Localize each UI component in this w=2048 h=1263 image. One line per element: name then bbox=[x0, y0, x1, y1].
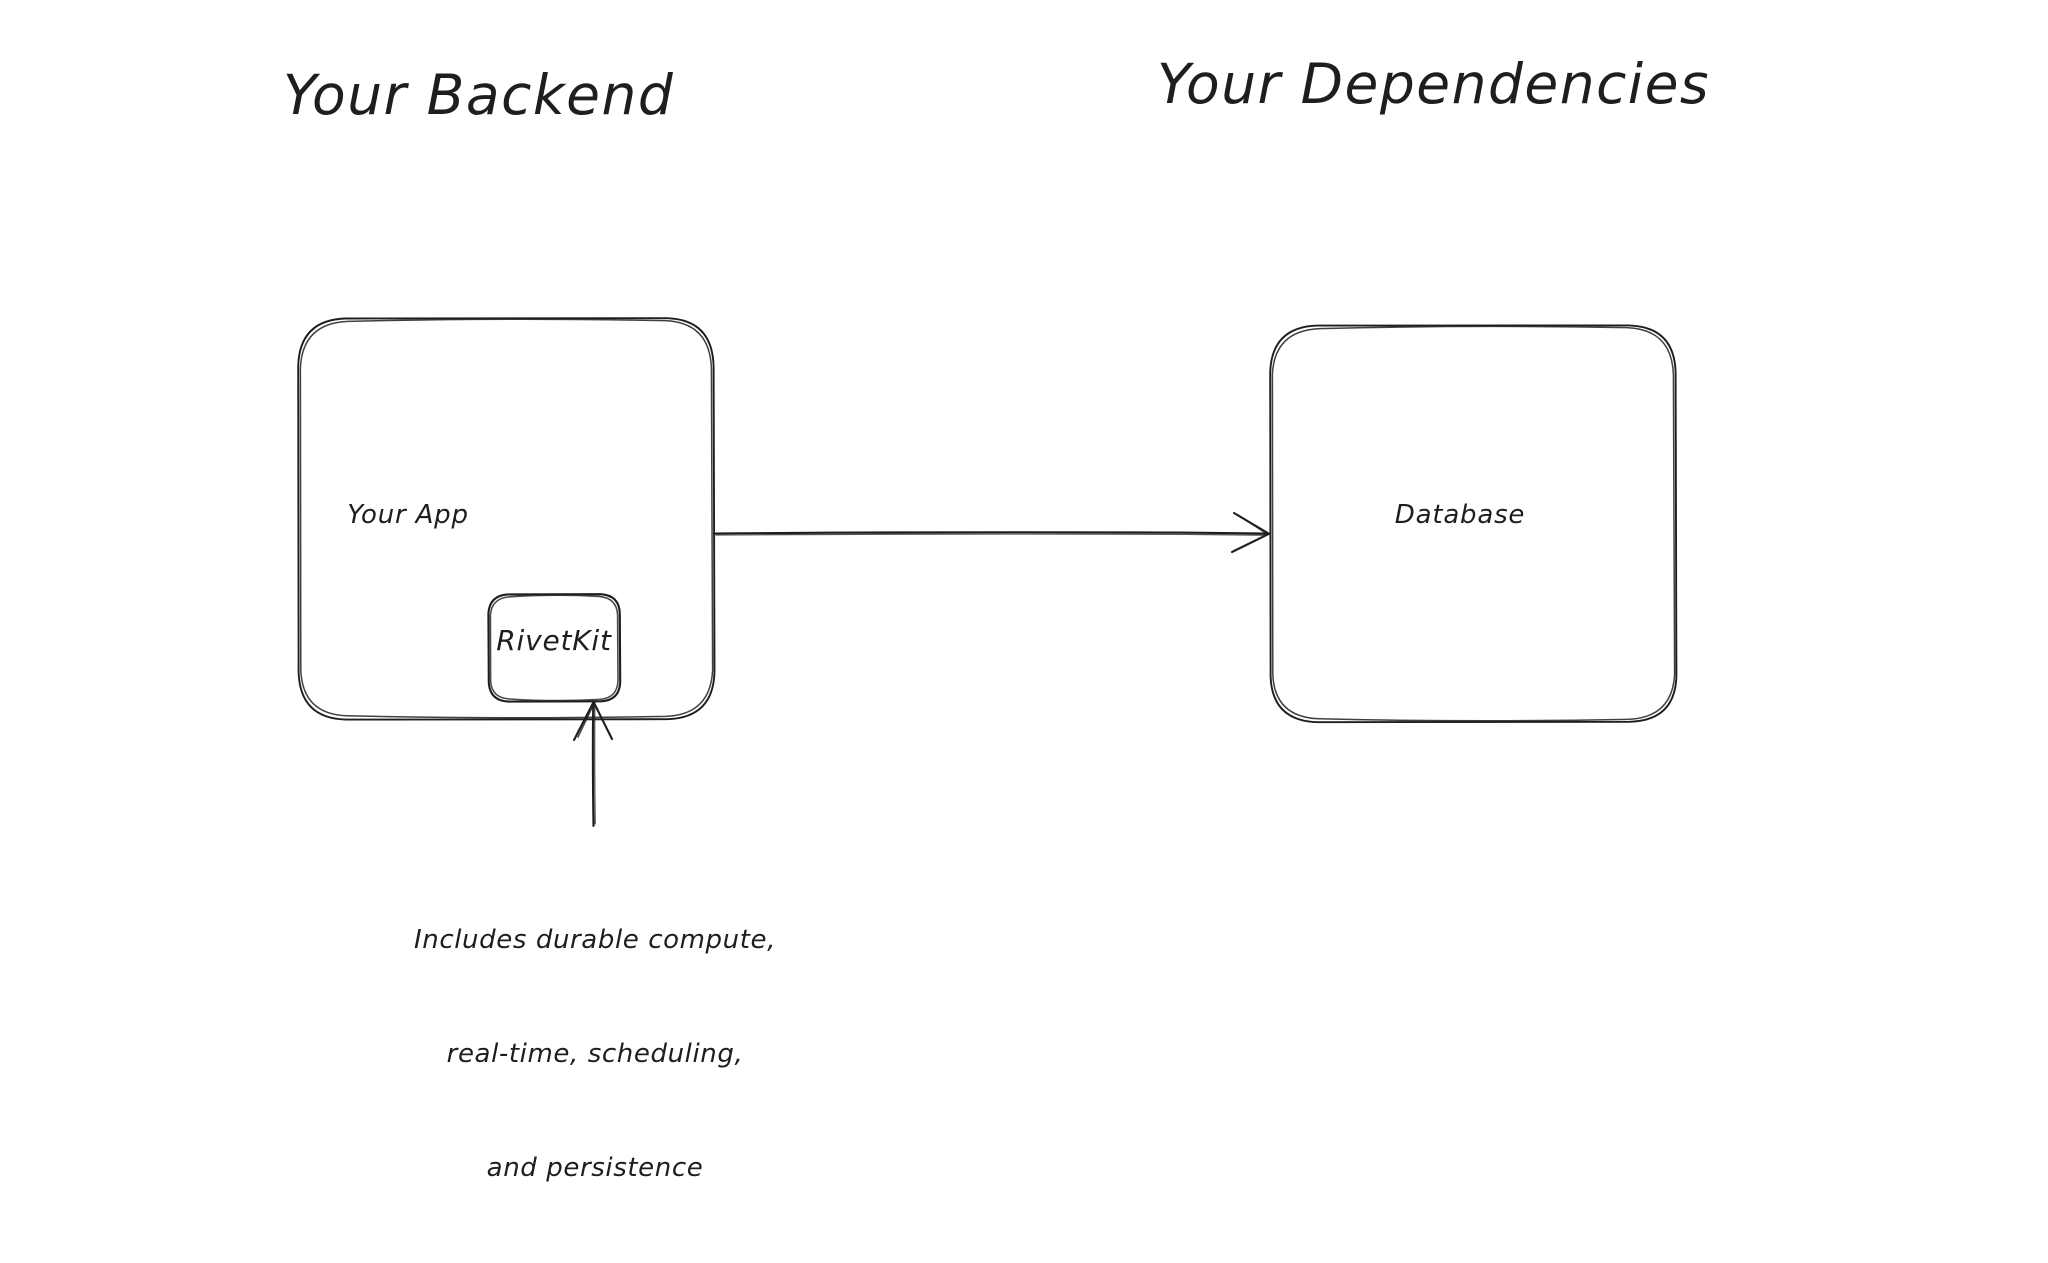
arrow-app-to-database bbox=[712, 511, 1271, 554]
caption-line-2: real-time, scheduling, bbox=[446, 1039, 744, 1069]
node-label-your-app: Your App bbox=[347, 500, 469, 530]
caption-line-1: Includes durable compute, bbox=[413, 925, 776, 955]
arrow-caption-to-rivetkit bbox=[572, 700, 614, 828]
caption-line-3: and persistence bbox=[486, 1153, 704, 1183]
group-title-dependencies: Your Dependencies bbox=[1157, 52, 1711, 116]
rivetkit-box[interactable] bbox=[487, 593, 622, 703]
node-label-database: Database bbox=[1394, 500, 1526, 530]
group-title-backend: Your Backend bbox=[283, 63, 675, 127]
diagram-shapes-layer bbox=[297, 317, 1678, 828]
database-box[interactable] bbox=[1269, 324, 1678, 724]
node-label-rivetkit: RivetKit bbox=[496, 624, 612, 657]
diagram-canvas: Your Backend Your Dependencies Your App … bbox=[283, 52, 1711, 1183]
caption-note: Includes durable compute, real-time, sch… bbox=[400, 845, 790, 1263]
